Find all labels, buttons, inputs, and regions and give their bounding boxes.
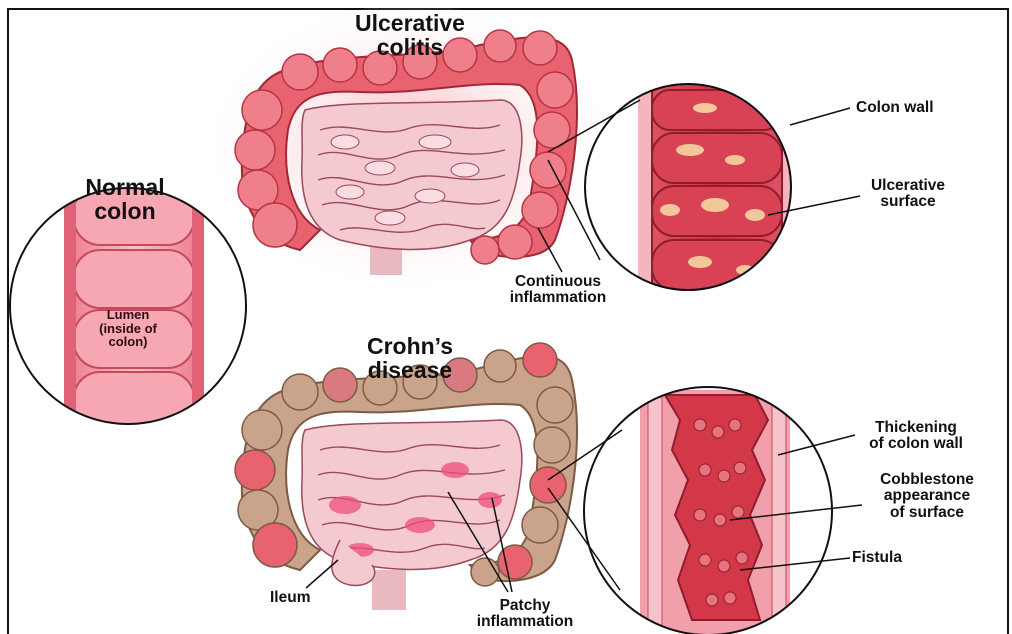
label-ileum: Ileum: [270, 590, 310, 606]
label-thickening-line2: of colon wall: [856, 436, 976, 452]
crohns-disease-inset: [584, 387, 832, 634]
label-cobblestone-line1: Cobblestone: [862, 472, 992, 488]
title-crohns-line2: disease: [340, 358, 480, 382]
title-normal-line2: colon: [60, 199, 190, 223]
label-cobblestone-line3: of surface: [862, 505, 992, 521]
label-ulcerative-surface: Ulcerative surface: [858, 178, 958, 211]
label-cobblestone: Cobblestone appearance of surface: [862, 472, 992, 521]
label-continuous-line2: inflammation: [488, 290, 628, 306]
label-patchy-line2: inflammation: [450, 614, 600, 630]
label-thickening: Thickening of colon wall: [856, 420, 976, 453]
label-colon-wall: Colon wall: [856, 100, 934, 116]
title-ulcerative-line1: Ulcerative: [330, 11, 490, 35]
label-lumen: Lumen (inside of colon): [80, 308, 176, 349]
label-continuous-inflammation: Continuous inflammation: [488, 274, 628, 307]
label-lumen-line1: Lumen: [80, 308, 176, 322]
ulcerative-colitis-inset: [585, 80, 796, 295]
label-patchy-inflammation: Patchy inflammation: [450, 598, 600, 631]
label-cobblestone-line2: appearance: [862, 488, 992, 504]
title-ulcerative-line2: colitis: [330, 35, 490, 59]
label-ulcerative-surface-line1: Ulcerative: [858, 178, 958, 194]
title-normal-line1: Normal: [60, 175, 190, 199]
label-fistula: Fistula: [852, 550, 902, 566]
label-continuous-line1: Continuous: [488, 274, 628, 290]
label-lumen-line2: (inside of: [80, 322, 176, 336]
label-patchy-line1: Patchy: [450, 598, 600, 614]
title-ulcerative-colitis: Ulcerative colitis: [330, 11, 490, 59]
title-normal-colon: Normal colon: [60, 175, 190, 223]
label-lumen-line3: colon): [80, 335, 176, 349]
label-thickening-line1: Thickening: [856, 420, 976, 436]
crohns-disease-colon: [235, 343, 577, 610]
label-ulcerative-surface-line2: surface: [858, 194, 958, 210]
title-crohns-line1: Crohn’s: [340, 334, 480, 358]
title-crohns-disease: Crohn’s disease: [340, 334, 480, 382]
